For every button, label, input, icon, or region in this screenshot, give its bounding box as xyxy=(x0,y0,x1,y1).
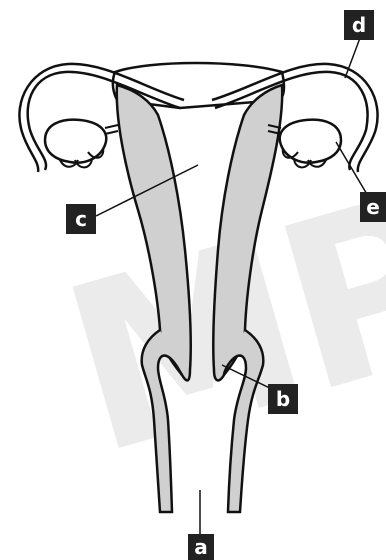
ovarian-ligament-left xyxy=(105,125,118,134)
label-c: c xyxy=(66,204,96,234)
leader-line-e xyxy=(336,142,368,196)
label-b: b xyxy=(268,384,298,414)
label-d: d xyxy=(344,10,374,40)
label-e: e xyxy=(360,192,386,222)
label-a: a xyxy=(188,534,214,560)
ovary-left xyxy=(45,120,106,163)
ovary-right xyxy=(280,120,341,163)
